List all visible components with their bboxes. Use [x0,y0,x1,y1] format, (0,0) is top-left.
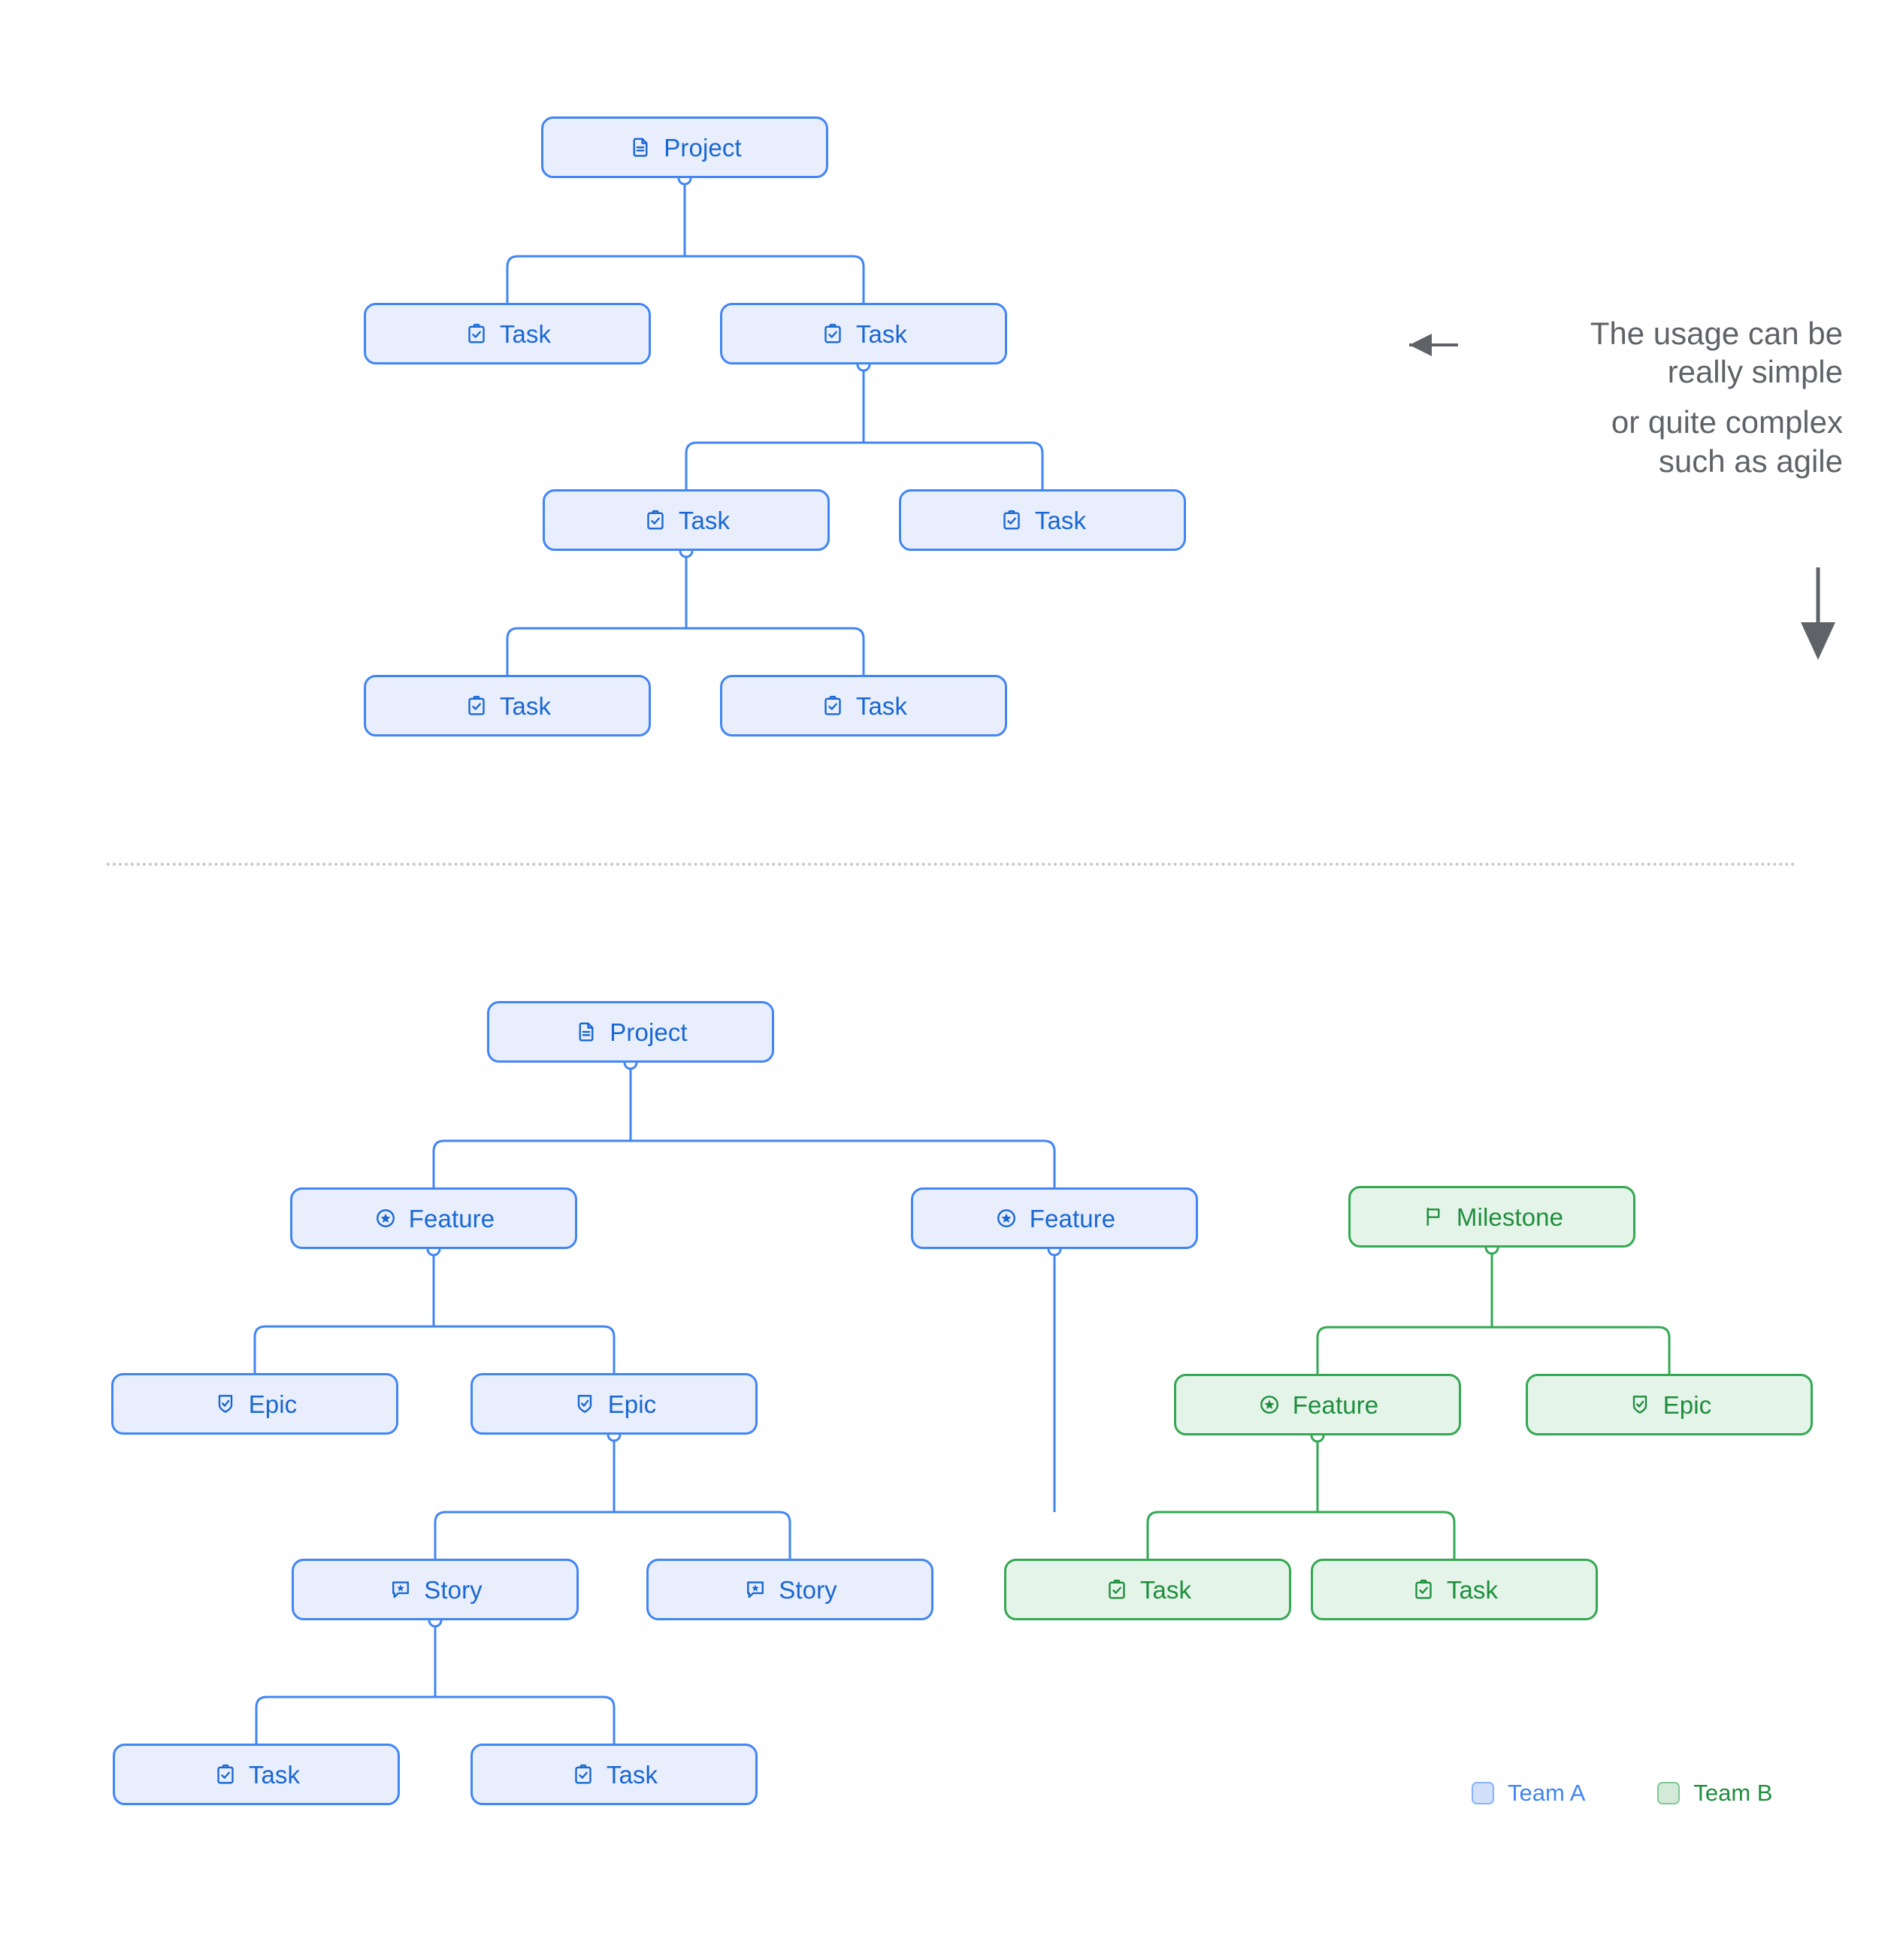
task-icon [1411,1577,1436,1602]
connector-branch [1316,1326,1493,1375]
connector-branch [434,1511,616,1560]
node-label: Task [606,1760,658,1789]
connector-branch [255,1695,437,1745]
node-label: Project [664,133,742,162]
node-label: Task [855,319,908,348]
usage-annotation: The usage can be really simple or quite … [1473,314,1843,480]
node-label: Feature [1292,1390,1379,1419]
node-label: Epic [1662,1390,1712,1419]
task-icon [1104,1577,1130,1602]
node-task[interactable]: Task [1004,1559,1291,1620]
epic-icon [572,1391,598,1417]
node-epic[interactable]: Epic [1526,1374,1813,1435]
node-label: Task [248,1760,301,1789]
connector-branch [685,441,865,491]
task-icon [643,507,668,533]
node-task[interactable]: Task [899,489,1186,551]
task-icon [820,693,846,718]
task-icon [570,1762,596,1787]
connector-branch [1316,1511,1456,1560]
legend-item-team-a: Team A [1472,1780,1585,1807]
node-label: Epic [248,1390,298,1418]
node-feature[interactable]: Feature [911,1187,1198,1249]
task-icon [464,321,489,346]
node-epic[interactable]: Epic [111,1373,398,1435]
node-label: Milestone [1456,1202,1564,1231]
node-label: Feature [408,1204,495,1233]
connector-branch [685,627,865,676]
node-label: Task [855,691,908,720]
legend-label-team-b: Team B [1693,1780,1773,1806]
legend-swatch-green-icon [1657,1782,1681,1804]
milestone-icon [1420,1204,1446,1230]
node-feature[interactable]: Feature [290,1187,577,1249]
annotation-line-2: really simple [1667,354,1843,390]
section-divider [107,863,1796,866]
annotation-line-4: such as agile [1658,443,1843,479]
node-task[interactable]: Task [1311,1559,1598,1620]
node-label: Story [779,1575,837,1604]
legend-label-team-a: Team A [1508,1780,1586,1806]
connector-branch [432,1325,616,1375]
node-task[interactable]: Task [543,489,830,551]
node-task[interactable]: Task [113,1744,400,1805]
node-story[interactable]: Story [646,1559,933,1620]
story-icon [743,1577,768,1602]
node-label: Task [499,691,552,720]
document-icon [573,1019,599,1045]
feature-icon [1257,1392,1282,1417]
node-label: Story [424,1575,483,1604]
connector-branch [862,441,1044,491]
node-label: Task [1034,506,1087,534]
node-label: Feature [1029,1204,1116,1233]
node-task[interactable]: Task [364,675,651,737]
document-icon [628,135,653,160]
node-task[interactable]: Task [364,303,651,364]
connector-branch [1490,1326,1671,1375]
task-icon [213,1762,238,1787]
annotation-line-3: or quite complex [1611,404,1843,440]
connector-branch [434,1695,616,1745]
node-label: Project [610,1018,688,1046]
node-task[interactable]: Task [720,675,1007,737]
node-story[interactable]: Story [292,1559,579,1620]
annotation-line-1: The usage can be [1590,316,1843,351]
task-icon [464,693,489,718]
node-label: Epic [607,1390,657,1418]
arrow-down-icon [1801,567,1835,660]
legend-swatch-blue-icon [1472,1782,1494,1804]
node-task[interactable]: Task [470,1744,758,1805]
node-label: Task [678,506,731,534]
node-task[interactable]: Task [720,303,1007,364]
connector-branch [506,627,688,676]
node-project[interactable]: Project [541,116,828,178]
node-milestone[interactable]: Milestone [1348,1186,1635,1248]
node-feature[interactable]: Feature [1174,1374,1461,1435]
node-epic[interactable]: Epic [470,1373,758,1435]
connector-branch [1146,1511,1319,1560]
connector-branch [432,1139,632,1189]
node-label: Task [1139,1575,1192,1604]
team-legend: Team A Team B [1472,1780,1773,1807]
node-project[interactable]: Project [487,1001,774,1063]
arrow-left-icon [1409,334,1458,356]
story-icon [388,1577,413,1602]
connector-branch [253,1325,435,1375]
epic-icon [1627,1392,1653,1417]
connector-branch [506,255,686,304]
task-icon [999,507,1024,533]
feature-icon [373,1205,398,1231]
connector-branch [683,255,865,304]
node-label: Task [499,319,552,348]
connector-branch [613,1511,791,1560]
node-label: Task [1446,1575,1499,1604]
legend-item-team-b: Team B [1657,1780,1773,1807]
connector-branch [629,1139,1056,1189]
task-icon [820,321,846,346]
epic-icon [213,1391,238,1417]
feature-icon [994,1205,1019,1231]
